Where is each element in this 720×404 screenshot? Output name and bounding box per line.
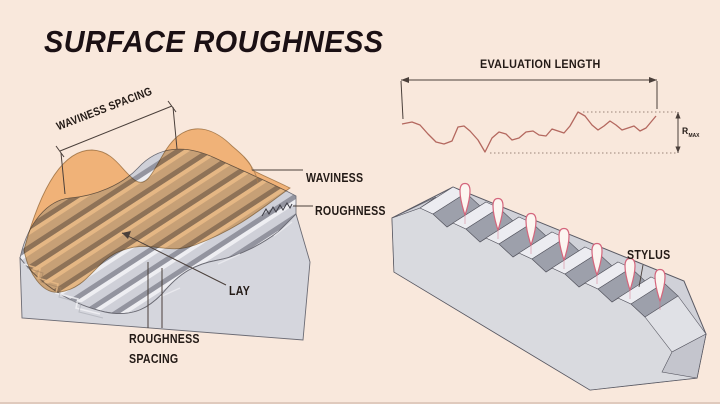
left-annotations [55, 100, 313, 328]
stylus-leader-line [638, 264, 644, 288]
extension-line-right [172, 106, 178, 150]
waviness-spacing-dimension-line [59, 105, 173, 152]
page-title: SURFACE ROUGHNESS [44, 24, 384, 59]
step-highlight-2 [159, 221, 293, 298]
rmax-label: RMAX [682, 126, 700, 139]
roughness-teeth [261, 202, 293, 217]
evaluation-arrow-right [649, 77, 657, 83]
roughness-profile-trace [401, 111, 657, 153]
dimension-tick-right [167, 100, 177, 113]
rmax-arrow-up [675, 112, 681, 119]
lay-label: LAY [229, 284, 251, 298]
waviness-label: WAVINESS [306, 171, 364, 185]
rmax-arrow-down [675, 146, 681, 153]
evaluation-extension-left [400, 80, 404, 120]
rmax-dimension [490, 111, 681, 154]
rmax-symbol: R [682, 126, 689, 137]
evaluation-arrow-left [401, 77, 409, 83]
dimension-tick-left [55, 145, 65, 158]
roughness-spacing-label: ROUGHNESS SPACING [129, 332, 200, 367]
measured-block-left-face [391, 196, 437, 219]
evaluation-length-label: EVALUATION LENGTH [480, 57, 601, 71]
lay-arrowhead [122, 231, 131, 239]
lay-leader-line [121, 232, 227, 286]
measured-block-end-face [661, 333, 707, 379]
evaluation-dimension [400, 79, 658, 120]
stylus-label: STYLUS [627, 248, 671, 262]
extension-line-left [60, 152, 66, 195]
bottom-edge-line [0, 402, 720, 404]
roughness-label: ROUGHNESS [315, 204, 386, 218]
rmax-subscript: MAX [688, 132, 700, 139]
